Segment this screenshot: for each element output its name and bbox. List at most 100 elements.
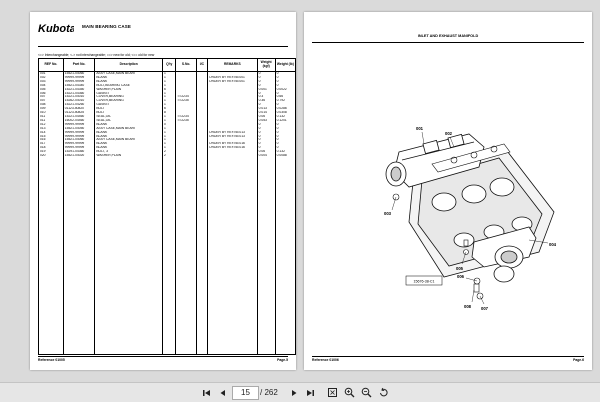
zoom-out-icon[interactable]: [360, 386, 373, 399]
table-cell: BLANK: [94, 146, 163, 151]
table-cell: 009: [38, 107, 64, 112]
page-number-label: Page.5: [277, 358, 288, 362]
first-page-icon[interactable]: [200, 386, 213, 399]
table-cell: [195, 111, 209, 115]
table-cell: 0.0022: [274, 87, 296, 92]
rotate-icon[interactable]: [377, 386, 390, 399]
table-cell: BLANK: [94, 130, 163, 135]
manifold-diagram: 15676-38-C1 001 002 003 004 005 006: [384, 126, 557, 311]
table-cell: 0: [274, 130, 296, 135]
callout-008: 008: [464, 304, 472, 309]
last-page-icon[interactable]: [303, 386, 316, 399]
table-cell: GASKET: [94, 103, 163, 108]
callout-001: 001: [416, 126, 424, 131]
table-cell: 014: [38, 130, 64, 135]
table-cell: [175, 157, 197, 355]
table-cell: 019: [38, 150, 64, 155]
fit-page-icon[interactable]: [326, 386, 339, 399]
callout-003: 003: [384, 211, 392, 216]
bolt-parts-drawing: [392, 193, 484, 300]
table-cell: 0.792: [274, 99, 296, 104]
table-cell: [195, 87, 209, 92]
table-cell: 0: [274, 75, 296, 80]
table-cell: 0: [274, 126, 296, 131]
table-cell: 013: [38, 126, 64, 131]
table-cell: 0.132: [274, 114, 296, 119]
table-cell: 0: [274, 146, 296, 151]
zoom-in-icon[interactable]: [343, 386, 356, 399]
table-cell: 007: [38, 95, 64, 100]
table-cell: [195, 71, 209, 76]
column-header: S.No.: [175, 58, 197, 72]
table-cell: ASSY CASE,MAIN BEARI: [94, 138, 163, 143]
footer-divider: [38, 356, 288, 357]
table-cell: SEAL,OIL: [94, 114, 163, 119]
page-title: INLET AND EXHAUST MANIFOLD: [417, 34, 479, 38]
table-cell: [195, 107, 209, 112]
table-cell: [195, 150, 209, 155]
table-cell: 0: [274, 91, 296, 96]
table-cell: 0: [274, 122, 296, 127]
table-cell: SEAL,OIL: [94, 118, 163, 123]
table-cell: BLANK: [94, 134, 163, 139]
callout-006: 006: [457, 274, 465, 279]
table-cell: [195, 118, 209, 123]
table-cell: ASSY CASE,MAIN BEARI: [94, 71, 163, 76]
table-cell: [195, 146, 209, 151]
column-header: Q'ty: [161, 58, 177, 72]
table-cell: BLANK: [94, 122, 163, 127]
table-cell: [256, 157, 276, 355]
table-cell: [195, 79, 209, 84]
table-cell: [94, 157, 163, 355]
callout-007: 007: [481, 306, 489, 311]
table-cell: 012: [38, 122, 64, 127]
callout-004: 004: [549, 242, 557, 247]
table-cell: 016: [38, 138, 64, 143]
column-header: Description: [94, 58, 163, 72]
table-cell: 0: [274, 142, 296, 147]
table-cell: 0.132: [274, 150, 296, 155]
page-number-input[interactable]: 15: [232, 386, 259, 400]
table-cell: BOLT: [94, 107, 163, 112]
table-cell: 0: [274, 83, 296, 88]
table-cell: 0: [274, 138, 296, 143]
column-header: Weight (lb): [274, 58, 296, 72]
footer-divider: [312, 356, 584, 357]
table-cell: [38, 157, 64, 355]
table-cell: [195, 99, 209, 104]
table-cell: [161, 157, 177, 355]
table-cell: [195, 154, 209, 158]
table-cell: 005: [38, 87, 64, 92]
table-cell: 004: [38, 83, 64, 88]
table-cell: 0.0286: [274, 107, 296, 112]
right-page: INLET AND EXHAUST MANIFOLD: [304, 12, 592, 370]
document-viewer[interactable]: Kubota MAIN BEARING CASE <=> Interchange…: [0, 0, 600, 382]
table-cell: [195, 75, 209, 80]
table-cell: COVER,BEARING: [94, 99, 163, 104]
column-header: REMARKS: [207, 58, 258, 72]
prev-page-icon[interactable]: [216, 386, 229, 399]
table-cell: 002: [38, 75, 64, 80]
next-page-icon[interactable]: [287, 386, 300, 399]
table-cell: 0: [274, 134, 296, 139]
table-cell: 011: [38, 118, 64, 123]
page-total-label: / 262: [260, 388, 278, 397]
navigation-toolbar: 15 / 262: [0, 382, 600, 402]
header-divider: [312, 42, 584, 43]
figure-code: 15676-38-C1: [414, 280, 435, 284]
reference-label: Reference 01006: [312, 358, 339, 362]
table-cell: 0.66: [274, 95, 296, 100]
table-cell: BOLT,BEARING CASE: [94, 83, 163, 88]
table-cell: 010: [38, 111, 64, 115]
table-cell: [195, 134, 209, 139]
